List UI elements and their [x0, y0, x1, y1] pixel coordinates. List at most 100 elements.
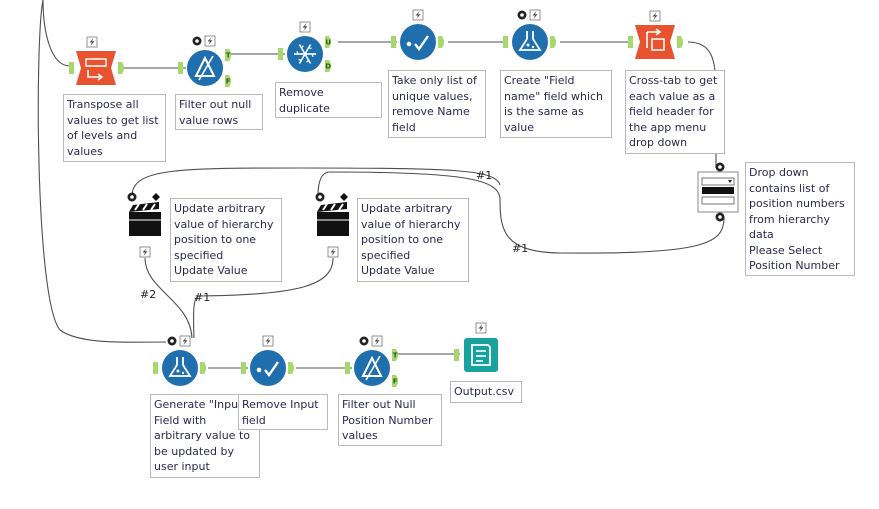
crosstab-icon	[635, 25, 675, 59]
connection-line-11[interactable]	[192, 257, 334, 339]
unique-icon	[287, 36, 323, 72]
filter-icon	[187, 50, 223, 86]
select-1-tool[interactable]	[391, 9, 444, 60]
action-1-tool[interactable]	[127, 192, 162, 258]
select-icon	[250, 350, 286, 386]
filter-2-tool[interactable]: TF	[345, 335, 398, 387]
lightning-bolt-icon	[529, 9, 541, 21]
connection-anchor[interactable]	[677, 36, 683, 48]
connection-line-7[interactable]	[317, 171, 725, 254]
input-anchor[interactable]	[345, 362, 350, 374]
connection-anchor[interactable]	[118, 62, 124, 74]
connection-label: #1	[476, 169, 492, 182]
transpose-annotation: Transpose all values to get list of leve…	[63, 94, 166, 162]
false-output-anchor[interactable]: F	[392, 375, 398, 387]
lightning-bolt-icon	[86, 36, 98, 48]
config-badge-icon	[315, 192, 325, 202]
crosstab-tool[interactable]	[628, 10, 683, 59]
input-anchor[interactable]	[241, 362, 246, 374]
select-2-tool[interactable]	[241, 335, 294, 386]
connection-anchor[interactable]	[200, 362, 206, 374]
anchor-letter: F	[226, 78, 231, 86]
false-output-anchor[interactable]: F	[225, 75, 231, 87]
filter-icon	[354, 350, 390, 386]
select-1-annotation: Take only list of unique values, remove …	[388, 70, 486, 138]
input-anchor[interactable]	[278, 48, 283, 60]
select-icon	[400, 24, 436, 60]
anchor-letter: U	[325, 39, 331, 47]
formula-2-tool[interactable]	[153, 335, 206, 386]
connection-line-10[interactable]	[144, 257, 193, 339]
lightning-bolt-icon	[139, 246, 151, 258]
action-1-annotation: Update arbitrary value of hierarchy posi…	[170, 198, 282, 282]
formula-1-tool[interactable]	[503, 9, 556, 60]
lightning-bolt-icon	[475, 322, 487, 334]
connection-line-0[interactable]	[42, 0, 71, 67]
input-anchor[interactable]	[69, 62, 74, 74]
filter-2-annotation: Filter out Null Position Number values	[338, 394, 442, 446]
transpose-icon	[76, 51, 116, 85]
connection-wires	[37, 0, 725, 369]
lightning-bolt-icon	[371, 335, 383, 347]
lightning-bolt-icon	[299, 21, 311, 33]
config-badge-icon	[517, 10, 527, 20]
connection-anchor[interactable]	[438, 36, 444, 48]
config-badge-icon	[359, 336, 369, 346]
config-badge-icon	[715, 162, 725, 172]
input-anchor[interactable]	[454, 349, 459, 361]
lightning-bolt-icon	[204, 35, 216, 47]
select-2-annotation: Remove Input field	[238, 394, 328, 430]
lightning-bolt-icon	[412, 9, 424, 21]
lightning-bolt-icon	[649, 10, 661, 22]
action-2-annotation: Update arbitrary value of hierarchy posi…	[357, 198, 469, 282]
true-output-anchor[interactable]: T	[392, 349, 398, 361]
config-badge-icon	[192, 36, 202, 46]
anchor-letter: F	[393, 378, 398, 386]
true-output-anchor[interactable]: T	[225, 49, 231, 61]
action-icon	[129, 202, 161, 236]
input-anchor[interactable]	[178, 62, 183, 74]
formula-2-annotation: Generate "Input" Field with arbitrary va…	[150, 394, 260, 478]
output-icon	[464, 338, 498, 372]
dropdown-tool[interactable]	[697, 162, 739, 222]
action-icon	[317, 202, 349, 236]
question-diamond-icon	[340, 193, 348, 201]
question-diamond-icon	[152, 193, 160, 201]
connection-line-9[interactable]	[37, 0, 167, 343]
transpose-tool[interactable]	[69, 36, 124, 85]
crosstab-annotation: Cross-tab to get each value as a field h…	[625, 70, 725, 154]
input-anchor[interactable]	[153, 362, 158, 374]
config-badge-icon	[167, 336, 177, 346]
input-anchor[interactable]	[391, 36, 396, 48]
connection-anchor[interactable]	[288, 362, 294, 374]
connection-anchor[interactable]	[550, 36, 556, 48]
filter-null-tool[interactable]: TF	[178, 35, 231, 87]
config-badge-icon	[127, 192, 137, 202]
unique-tool[interactable]: UD	[278, 21, 331, 72]
anchor-letter: T	[226, 52, 231, 60]
unique-annotation: Remove duplicate values	[275, 82, 382, 118]
anchor-letter: T	[393, 352, 398, 360]
config-badge-icon	[715, 212, 725, 222]
output-annotation: Output.csv	[450, 381, 522, 403]
unique-output-anchor[interactable]: U	[325, 36, 331, 48]
action-2-tool[interactable]	[315, 192, 350, 258]
formula-icon	[512, 24, 548, 60]
input-anchor[interactable]	[503, 36, 508, 48]
dropdown-annotation: Drop down contains list of position numb…	[745, 162, 855, 276]
connection-label: #1	[512, 242, 528, 255]
duplicate-output-anchor[interactable]: D	[325, 60, 331, 72]
lightning-bolt-icon	[262, 335, 274, 347]
connection-line-8[interactable]	[131, 167, 501, 197]
connection-label: #1	[194, 291, 210, 304]
formula-1-annotation: Create "Field name" field which is the s…	[500, 70, 612, 138]
dropdown-icon	[697, 171, 739, 213]
lightning-bolt-icon	[327, 246, 339, 258]
connection-label: #2	[140, 288, 156, 301]
output-tool[interactable]	[454, 322, 498, 372]
lightning-bolt-icon	[179, 335, 191, 347]
formula-icon	[162, 350, 198, 386]
input-anchor[interactable]	[628, 36, 633, 48]
anchor-letter: D	[325, 63, 331, 71]
